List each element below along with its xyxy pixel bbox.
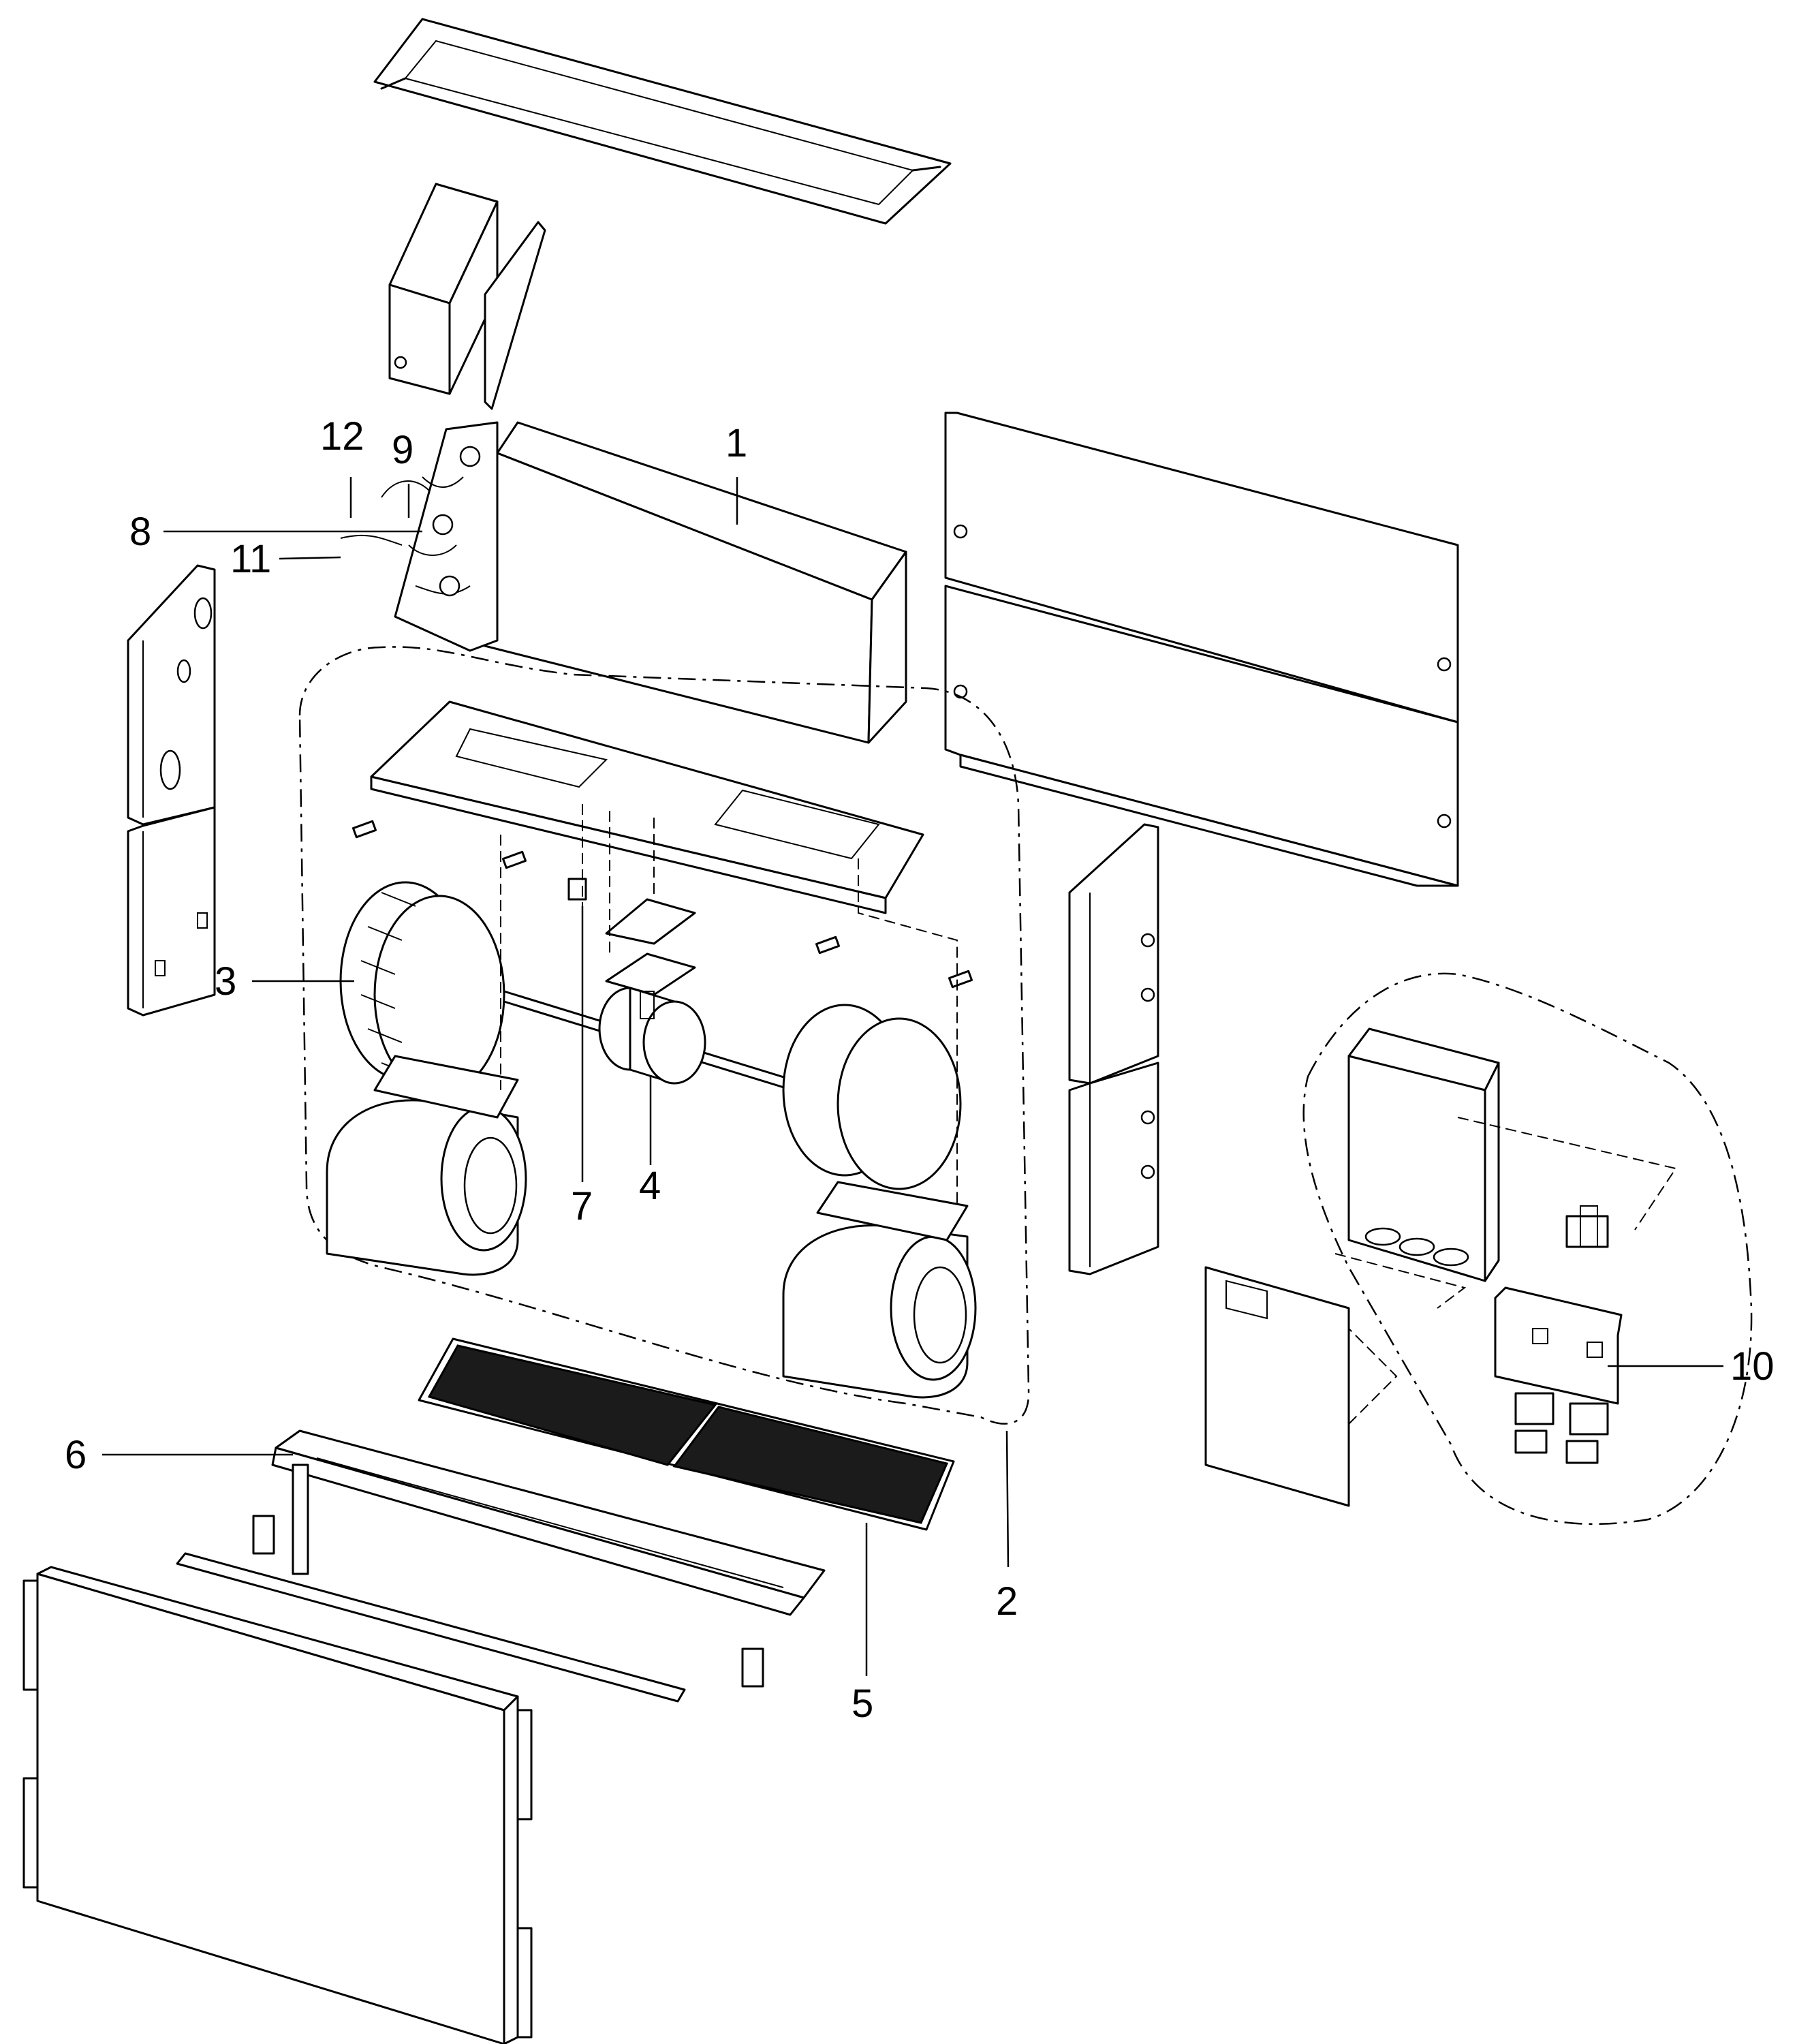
- callout-9: 9: [392, 428, 413, 472]
- back-panel-lower: [944, 585, 1459, 887]
- top-side-panel: [484, 221, 546, 410]
- blower-assembly-boundary: [298, 646, 1030, 1425]
- control-guide-lines: [1334, 1117, 1677, 1425]
- right-blower-wheel: [782, 1004, 962, 1190]
- back-panel-upper: [944, 412, 1459, 724]
- blower-deck-plate: [370, 700, 924, 914]
- callout-7: 7: [571, 1184, 593, 1228]
- drain-pan: [271, 1429, 826, 1616]
- terminal-blocks: [1514, 1392, 1609, 1464]
- air-filter: [418, 1337, 955, 1531]
- callout-11: 11: [230, 537, 271, 581]
- assembly-guide-lines: [500, 804, 958, 1206]
- callout-8: 8: [129, 510, 151, 554]
- right-blower-housing: [782, 1181, 977, 1399]
- transformer: [1565, 1205, 1609, 1248]
- callout-leaders: [102, 477, 1723, 1676]
- control-box-cover: [1204, 1266, 1350, 1507]
- callout-1: 1: [725, 421, 747, 465]
- callout-4: 4: [639, 1164, 661, 1208]
- callout-12: 12: [320, 414, 364, 459]
- front-cabinet-panel: [22, 1566, 533, 2044]
- callout-2: 2: [996, 1579, 1018, 1624]
- callout-6: 6: [65, 1433, 87, 1477]
- top-flange-frame: [373, 18, 952, 225]
- left-end-panel-upper: [127, 564, 216, 826]
- top-cover-box: [388, 183, 499, 395]
- blower-motor: [503, 898, 805, 1095]
- callout-10: 10: [1730, 1344, 1775, 1389]
- left-end-panel-lower: [127, 806, 216, 1017]
- left-blower-housing: [326, 1055, 527, 1276]
- control-board: [1494, 1286, 1623, 1405]
- callout-labels: 1 2 3 4 5 6 7 8 9 10 11 12: [65, 414, 1775, 1726]
- callout-3: 3: [215, 959, 236, 1004]
- front-rail: [176, 1515, 764, 1703]
- right-end-panel: [1068, 823, 1159, 1275]
- left-blower-wheel: [339, 881, 505, 1095]
- control-box: [1347, 1027, 1500, 1282]
- control-assembly-boundary: [1302, 972, 1753, 1526]
- coil-assembly: [340, 421, 907, 744]
- callout-5: 5: [852, 1682, 873, 1726]
